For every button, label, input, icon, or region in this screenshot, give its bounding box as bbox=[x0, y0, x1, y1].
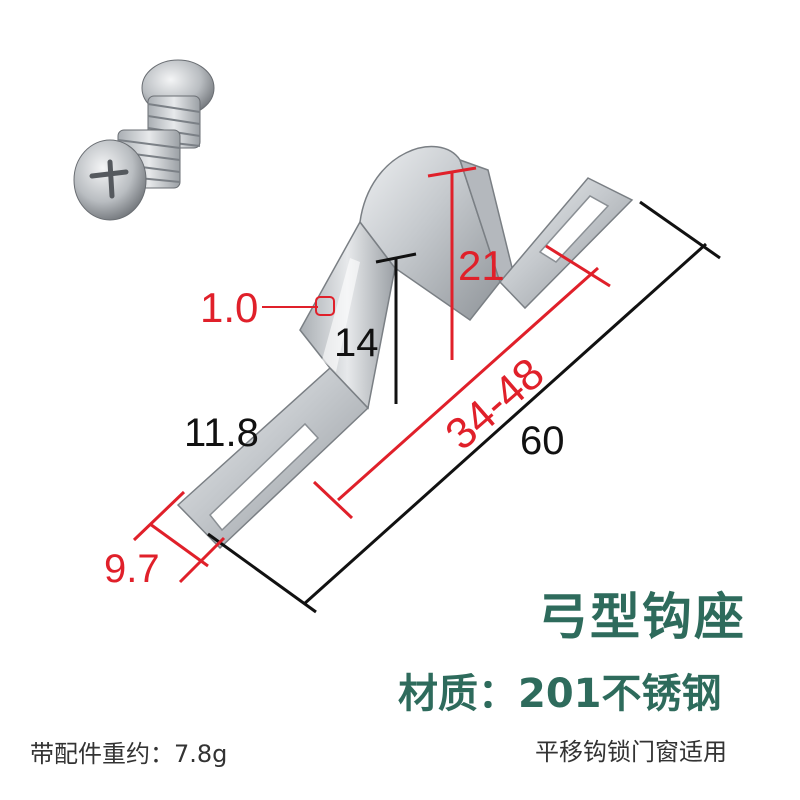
outer-height-label: 21 bbox=[458, 242, 505, 289]
total-length-label: 60 bbox=[520, 419, 565, 463]
inner-height-label: 14 bbox=[334, 321, 379, 365]
width-label: 9.7 bbox=[104, 547, 160, 591]
slot-length-label: 11.8 bbox=[184, 411, 259, 455]
screw-icon bbox=[73, 129, 181, 221]
product-title: 弓型钩座 bbox=[538, 588, 746, 646]
thickness-label: 1.0 bbox=[200, 284, 258, 331]
material-label: 材质：201不锈钢 bbox=[398, 671, 722, 717]
bow-hook-bracket bbox=[176, 145, 634, 550]
usage-note: 平移钩锁门窗适用 bbox=[535, 738, 727, 766]
weight-note: 带配件重约：7.8g bbox=[30, 740, 228, 768]
